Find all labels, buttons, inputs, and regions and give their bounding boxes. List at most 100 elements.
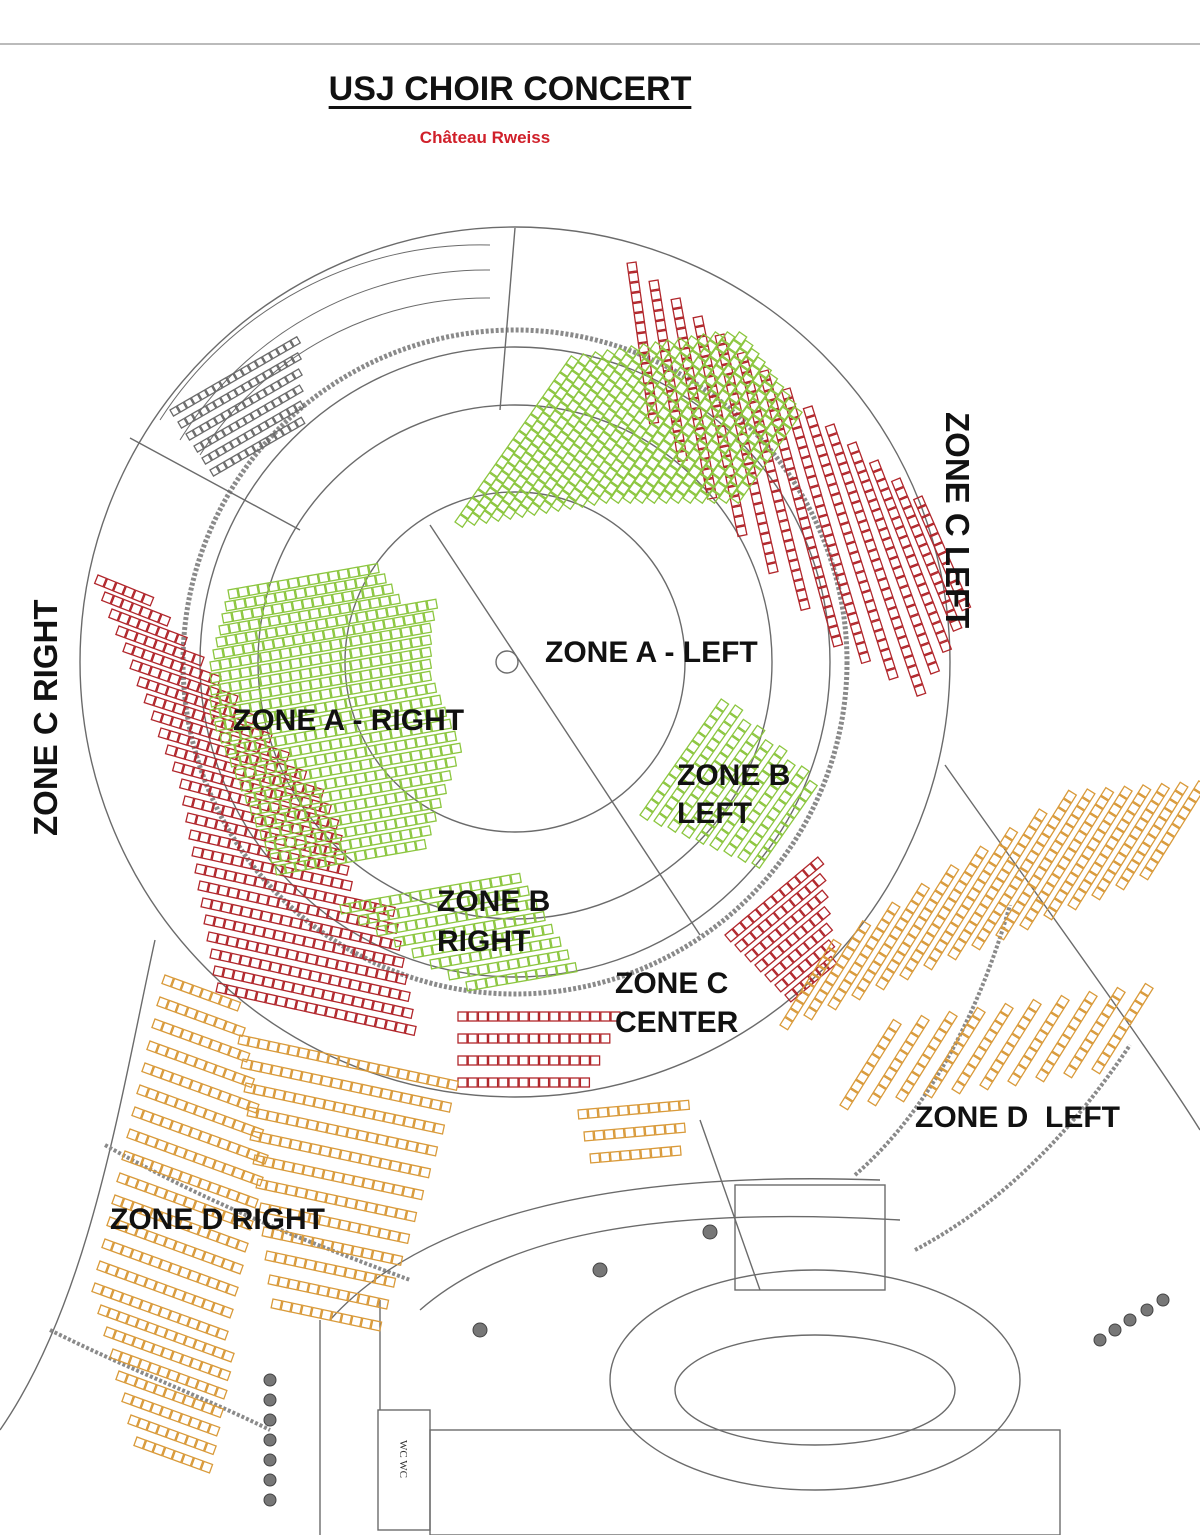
seat	[204, 1013, 218, 1027]
seat	[477, 1033, 489, 1044]
zone-a-right-row	[221, 583, 394, 624]
seat	[459, 881, 472, 894]
zone-b-left-row	[653, 704, 744, 828]
seat	[130, 1153, 144, 1167]
seat	[761, 542, 775, 555]
seat	[931, 914, 946, 929]
seat	[345, 961, 359, 975]
seat	[271, 602, 284, 615]
seat	[935, 630, 949, 644]
zone-a-right-row	[209, 658, 433, 708]
seat	[1118, 843, 1133, 858]
seat	[253, 1084, 266, 1097]
seat	[210, 1405, 225, 1419]
seat	[97, 1304, 111, 1318]
seat	[783, 539, 796, 552]
seat	[162, 642, 177, 656]
seat	[342, 944, 356, 958]
seat	[179, 1123, 193, 1137]
seat	[208, 1039, 222, 1053]
seat	[645, 439, 660, 454]
seat	[282, 1160, 295, 1173]
seat	[390, 675, 402, 688]
seat	[226, 1188, 240, 1202]
seat	[410, 749, 422, 762]
seat	[690, 785, 705, 800]
seat	[179, 1028, 194, 1042]
seat	[360, 1317, 373, 1330]
seat	[806, 973, 821, 988]
outer-ring	[79, 226, 951, 1098]
zone-c-lower-right-row	[744, 889, 829, 963]
zone-a-seats	[209, 330, 819, 992]
seat	[329, 815, 342, 828]
seat	[487, 961, 500, 974]
seat	[389, 804, 402, 817]
seat	[505, 901, 518, 914]
seat	[198, 405, 210, 417]
zone-a-left-row	[682, 372, 779, 505]
seat	[194, 1438, 208, 1452]
seat	[215, 1327, 229, 1341]
seat	[1014, 867, 1029, 882]
seat	[220, 409, 232, 421]
seat	[729, 456, 744, 471]
seat	[258, 436, 271, 449]
seat	[292, 384, 304, 396]
seat	[110, 594, 124, 609]
seat	[269, 697, 282, 709]
seat	[1022, 825, 1037, 840]
zone-d-right-row	[161, 974, 242, 1012]
seat	[747, 447, 762, 463]
seat	[489, 947, 502, 959]
seat	[1035, 832, 1051, 847]
seat	[692, 808, 708, 823]
seat	[795, 588, 809, 602]
seat	[369, 756, 382, 769]
seat	[979, 1076, 994, 1091]
seat	[846, 612, 860, 626]
seat	[703, 339, 718, 354]
seat	[334, 580, 347, 593]
seat	[1005, 909, 1021, 924]
seat	[358, 1223, 371, 1236]
zone-c-left-label: ZONE C LEFT	[939, 412, 976, 628]
seat	[310, 1306, 323, 1319]
seat	[801, 526, 814, 540]
seat	[806, 475, 820, 489]
seat	[830, 634, 844, 648]
seat	[1107, 860, 1122, 875]
seat	[131, 1336, 146, 1350]
seat	[361, 1247, 374, 1260]
seat	[445, 912, 458, 925]
tree-icon	[1140, 1303, 1154, 1317]
seat	[206, 1324, 220, 1338]
seat	[270, 1064, 283, 1077]
seat	[639, 481, 655, 496]
seat	[282, 635, 295, 648]
seat	[469, 950, 482, 963]
seat	[376, 919, 389, 932]
seat	[139, 1252, 153, 1266]
seat	[481, 934, 494, 947]
seat	[1076, 796, 1091, 811]
seat	[943, 1010, 958, 1025]
seat	[709, 836, 724, 852]
seat	[288, 1208, 301, 1221]
seat	[895, 1088, 910, 1103]
seat	[705, 456, 720, 471]
seat	[527, 954, 540, 967]
seat	[678, 1099, 691, 1111]
seat	[280, 1300, 293, 1313]
seat	[898, 496, 913, 510]
seat	[793, 497, 806, 510]
seat	[352, 947, 365, 960]
seat	[1017, 834, 1032, 849]
seat	[1033, 808, 1048, 823]
seat	[425, 734, 438, 746]
seat	[222, 1068, 236, 1082]
seat	[746, 381, 761, 396]
seat	[842, 531, 856, 545]
seat	[938, 639, 953, 654]
seat	[127, 615, 141, 629]
